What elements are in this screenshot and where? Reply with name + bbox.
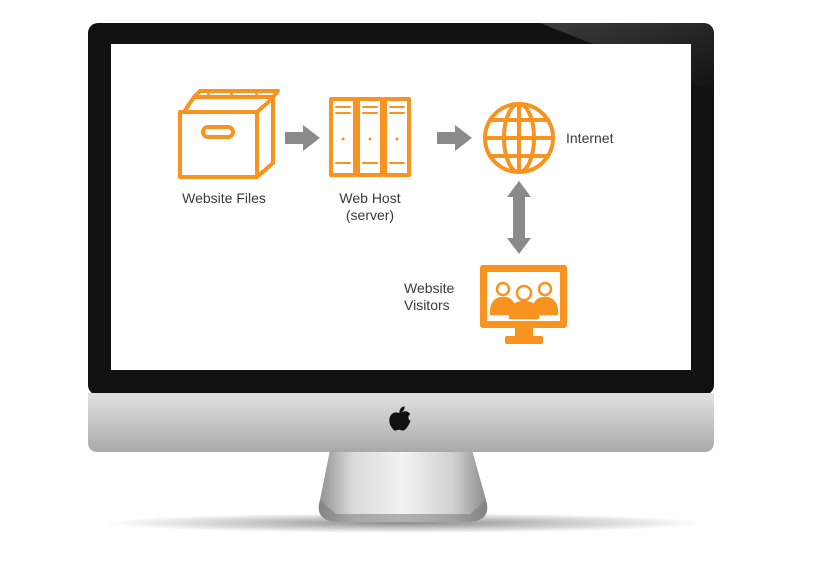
node-label-website-files: Website Files	[182, 190, 266, 206]
arrow-internet-visitors	[507, 181, 531, 254]
apple-logo-icon	[389, 406, 411, 431]
diagram	[178, 89, 567, 344]
node-label-web-host-line2: (server)	[345, 207, 395, 223]
node-label-website-visitors: Website Visitors	[404, 280, 464, 314]
arrows	[285, 125, 531, 254]
stand-shadow	[105, 513, 705, 533]
node-label-visitors-line1: Website	[404, 280, 455, 296]
arrow-files-to-host	[285, 125, 320, 151]
server-rack-icon	[329, 97, 411, 177]
arrow-host-to-internet	[437, 125, 472, 151]
node-label-internet: Internet	[566, 130, 614, 146]
box-icon	[178, 89, 280, 179]
node-label-web-host: Web Host (server)	[320, 190, 420, 224]
globe-icon	[483, 102, 555, 174]
monitor-people-icon	[480, 265, 567, 344]
node-label-visitors-line2: Visitors	[404, 297, 450, 313]
node-label-web-host-line1: Web Host	[339, 190, 401, 206]
stand-neck	[318, 450, 488, 522]
